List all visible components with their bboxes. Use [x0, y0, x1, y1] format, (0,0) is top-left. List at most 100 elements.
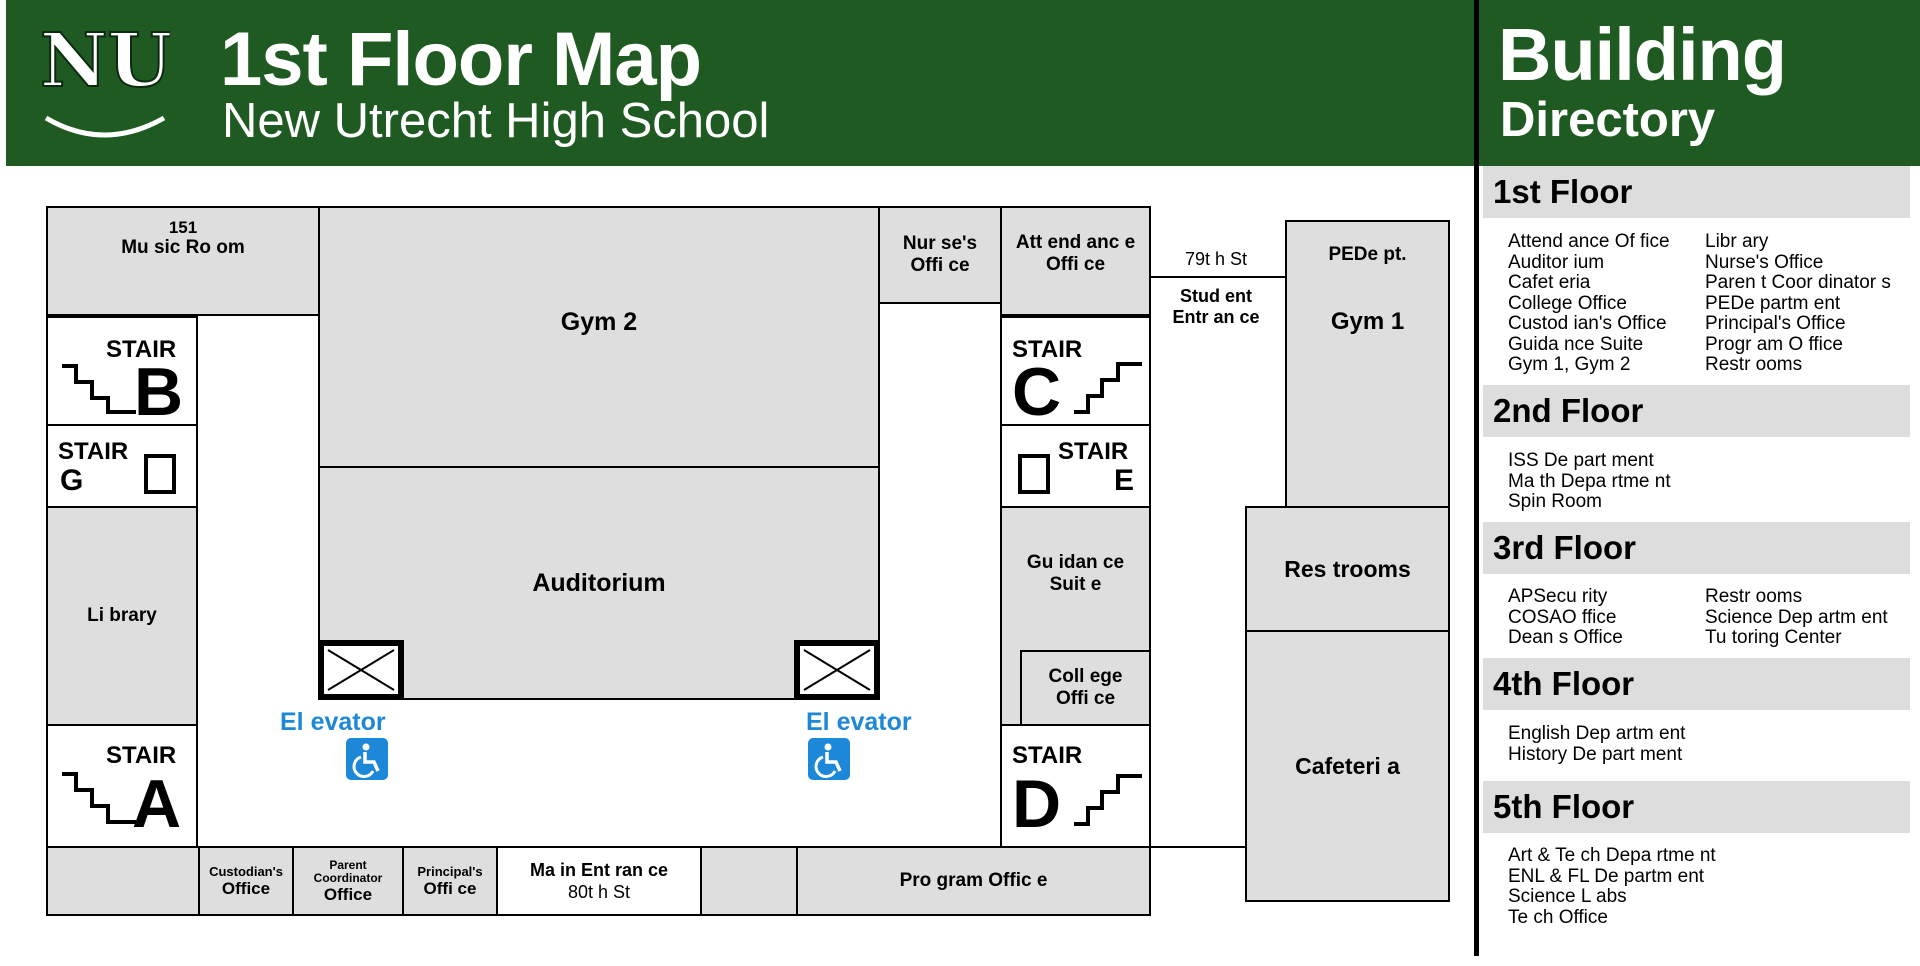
elevator-right-label: El evator	[806, 708, 912, 736]
elevator-left-icon[interactable]	[318, 640, 404, 700]
list-item: Te ch Office	[1508, 906, 1608, 928]
restrooms[interactable]: Res trooms	[1245, 506, 1450, 632]
page-title: 1st Floor Map	[220, 17, 702, 102]
attendance-office-label-1: Att end anc e	[1015, 232, 1136, 253]
parent-label-1: Parent	[329, 857, 367, 872]
stair-a-word: STAIR	[106, 742, 177, 769]
list-item: History De part ment	[1508, 743, 1683, 765]
list-item: Science L abs	[1508, 886, 1627, 907]
principals-label-1: Principal's	[417, 863, 483, 879]
stair-a-letter: A	[132, 766, 182, 842]
college-label-2: Offi ce	[1055, 688, 1116, 709]
custodians-label-2: Office	[221, 878, 271, 898]
program-office-label: Pro gram Offic e	[899, 870, 1048, 891]
school-logo: NU	[40, 24, 170, 138]
gym-1-label: Gym 1	[1330, 308, 1405, 335]
list-item: Libr ary	[1705, 231, 1769, 252]
floor-1-list-col2: Libr ary Nurse's Office Paren t Coor din…	[1705, 231, 1891, 376]
list-item: Principal's Office	[1705, 313, 1846, 334]
custodians-office[interactable]: Custodian's Office	[198, 846, 294, 916]
floor-4-list-col1: English Dep artm ent History De part men…	[1508, 723, 1686, 765]
stair-b-letter: B	[134, 354, 184, 430]
directory-divider	[1474, 0, 1479, 956]
floor-heading-4[interactable]: 4th Floor	[1483, 658, 1910, 710]
college-office[interactable]: Coll ege Offi ce	[1020, 650, 1151, 726]
cafeteria-label: Cafeteri a	[1295, 753, 1400, 779]
gym-2[interactable]: Gym 2	[318, 206, 880, 468]
pe-dept-label: PEDe pt.	[1328, 244, 1407, 265]
list-item: Art & Te ch Depa rtme nt	[1508, 845, 1716, 866]
floor-heading-3[interactable]: 3rd Floor	[1483, 522, 1910, 574]
list-item: Gym 1, Gym 2	[1508, 354, 1631, 375]
street-79-label: 79t h St	[1184, 249, 1248, 269]
parent-label-2: Coordinator	[313, 870, 383, 885]
stair-a-icon	[62, 772, 136, 824]
principals-label-2: Offi ce	[423, 878, 477, 898]
elevator-right-icon[interactable]	[794, 640, 880, 700]
library-label: Li brary	[87, 605, 157, 626]
list-item: Science Dep artm ent	[1705, 606, 1888, 628]
stair-g[interactable]: STAIR G	[46, 424, 198, 508]
map-header-bar	[6, 0, 1476, 166]
stair-c-letter: C	[1012, 354, 1062, 430]
floor-3-list-col1: APSecu rity COSAO ffice Dean s Office	[1508, 586, 1623, 649]
bottom-room-left	[46, 846, 200, 916]
auditorium-label: Auditorium	[532, 569, 666, 597]
stair-a[interactable]: STAIR A	[46, 724, 198, 848]
cafeteria[interactable]: Cafeteri a	[1245, 630, 1450, 902]
directory-title: Building	[1498, 13, 1787, 96]
list-item: Paren t Coor dinator s	[1705, 272, 1891, 293]
list-item: APSecu rity	[1508, 586, 1608, 607]
list-item: Cafet eria	[1508, 272, 1591, 293]
stair-d-letter: D	[1012, 766, 1062, 842]
student-entrance[interactable]: Stud ent Entr an ce	[1150, 286, 1282, 328]
auditorium[interactable]: Auditorium	[318, 466, 880, 700]
stair-g-letter: G	[60, 464, 84, 497]
college-label-1: Coll ege	[1048, 666, 1123, 687]
bottom-room-mid	[700, 846, 798, 916]
list-item: English Dep artm ent	[1508, 723, 1686, 744]
list-item: ENL & FL De partm ent	[1508, 865, 1705, 887]
gym-1[interactable]: PEDe pt. Gym 1	[1285, 220, 1450, 510]
stair-e[interactable]: STAIR E	[1000, 424, 1151, 508]
floor-heading-2[interactable]: 2nd Floor	[1483, 385, 1910, 437]
stair-b-icon	[62, 364, 136, 414]
directory-subtitle: Directory	[1500, 93, 1716, 147]
list-item: Nurse's Office	[1705, 251, 1824, 273]
floor-1-list-col1: Attend ance Of fice Auditor ium Cafet er…	[1508, 231, 1670, 376]
list-item: College Office	[1508, 292, 1627, 314]
accessible-right-icon	[808, 738, 850, 780]
list-item: Restr ooms	[1705, 354, 1803, 375]
music-room[interactable]: 151 Mu sic Ro om	[46, 206, 320, 316]
guidance-label-1: Gu idan ce	[1026, 552, 1125, 573]
floor-heading-5[interactable]: 5th Floor	[1483, 781, 1910, 833]
stair-g-word: STAIR	[58, 438, 129, 465]
parent-label-3: Office	[323, 884, 373, 904]
library[interactable]: Li brary	[46, 506, 198, 726]
custodians-label-1: Custodian's	[209, 863, 283, 879]
student-entrance-label-1: Stud ent	[1180, 286, 1252, 306]
stair-d[interactable]: STAIR D	[1000, 724, 1151, 848]
corridor-line	[1149, 846, 1247, 848]
list-item: Guida nce Suite	[1508, 333, 1644, 355]
list-item: Attend ance Of fice	[1508, 231, 1670, 252]
accessible-left-icon	[346, 738, 388, 780]
list-item: Custod ian's Office	[1508, 313, 1667, 334]
floor-3-list-col2: Restr ooms Science Dep artm ent Tu torin…	[1705, 586, 1888, 649]
principals-office[interactable]: Principal's Offi ce	[402, 846, 498, 916]
floor-5-list-col1: Art & Te ch Depa rtme nt ENL & FL De par…	[1508, 845, 1716, 928]
attendance-office[interactable]: Att end anc e Offi ce	[1000, 206, 1151, 316]
music-room-number: 151	[168, 218, 198, 237]
program-office[interactable]: Pro gram Offic e	[796, 846, 1151, 916]
stair-c[interactable]: STAIR C	[1000, 316, 1151, 426]
floor-heading-1[interactable]: 1st Floor	[1483, 166, 1910, 218]
main-entrance[interactable]: Ma in Ent ran ce 80t h St	[496, 846, 702, 916]
guidance-label-2: Suit e	[1049, 574, 1102, 595]
nurses-office[interactable]: Nur se's Offi ce	[878, 206, 1002, 304]
parent-coordinator-office[interactable]: Parent Coordinator Office	[292, 846, 404, 916]
stair-e-word: STAIR	[1058, 438, 1129, 465]
school-name: New Utrecht High School	[222, 94, 770, 148]
stair-b[interactable]: STAIR B	[46, 316, 198, 426]
list-item: Progr am O ffice	[1705, 333, 1843, 355]
nurses-office-label-2: Offi ce	[910, 255, 970, 276]
